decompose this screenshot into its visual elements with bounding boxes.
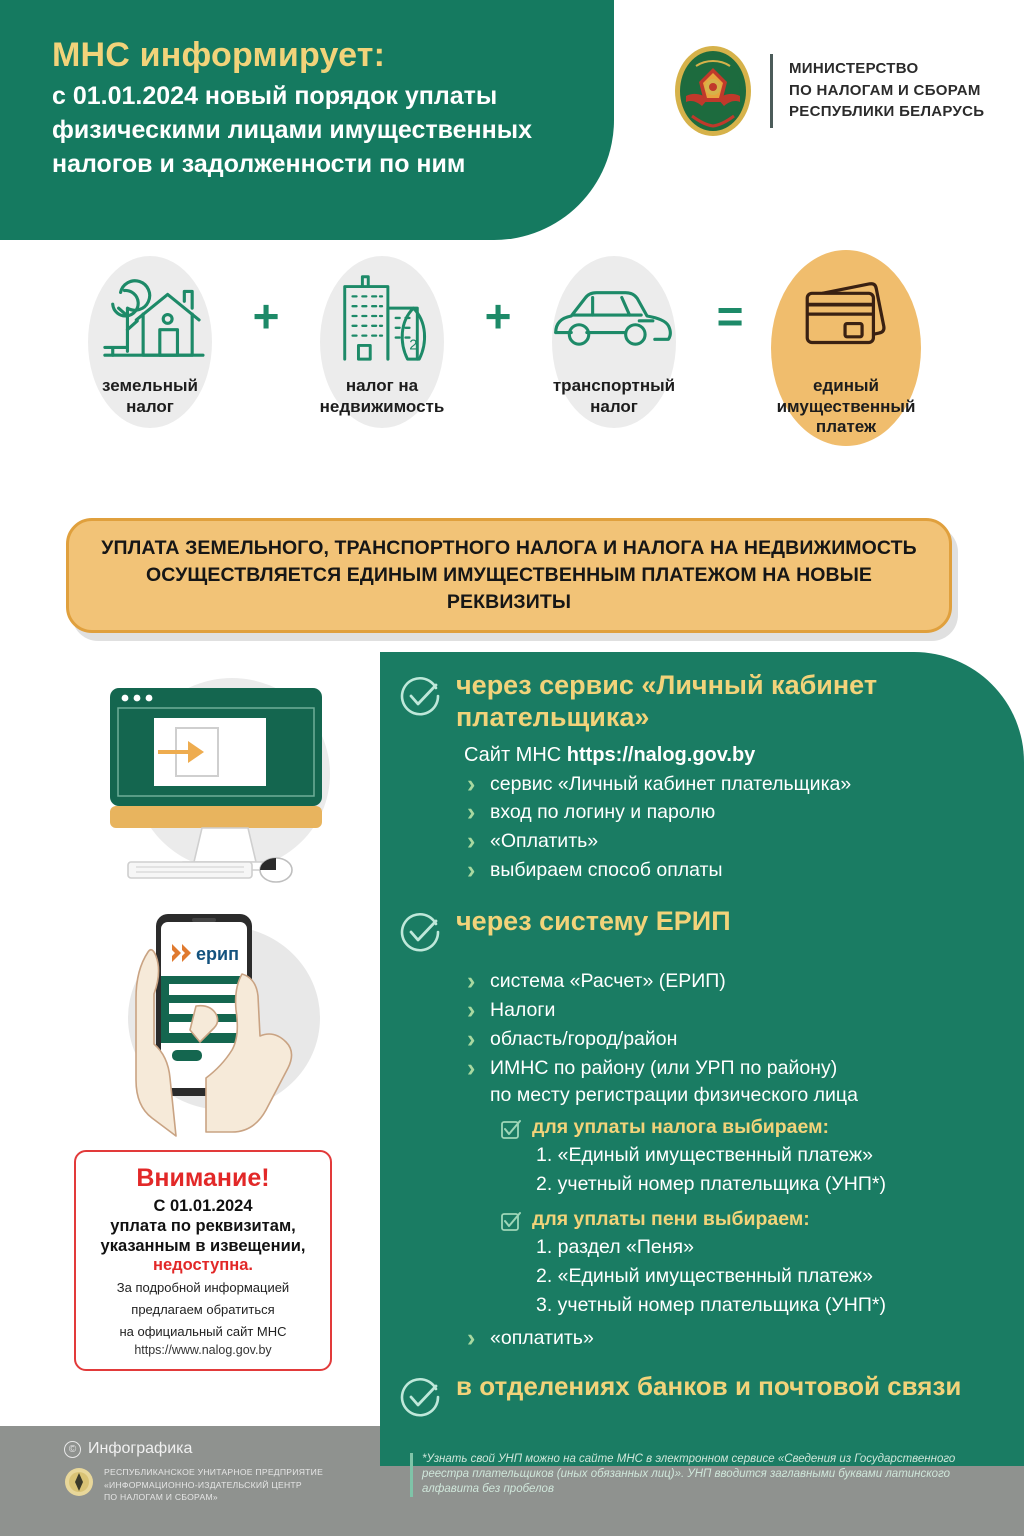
list-item-imns: ИМНС по району (или УРП по району) по ме… [464, 1052, 1018, 1110]
list-item: система «Расчет» (ЕРИП) [464, 966, 1018, 998]
erip-peni-group: для уплаты пени выбираем: 1. раздел «Пен… [500, 1208, 1018, 1319]
header-banner: МНС информирует: с 01.01.2024 новый поря… [0, 0, 614, 240]
publisher-line-1: РЕСПУБЛИКАНСКОЕ УНИТАРНОЕ ПРЕДПРИЯТИЕ [104, 1467, 324, 1477]
method-personal-cabinet: через сервис «Личный кабинет плательщика… [398, 670, 1018, 734]
infographic-label: Инфографика [88, 1440, 193, 1457]
list-item: 1. раздел «Пеня» [536, 1236, 694, 1259]
method-banks-post: в отделениях банков и почтовой связи [398, 1371, 1018, 1419]
site-prefix: Сайт МНС [464, 743, 567, 766]
tax-group-items: 1. «Единый имущественный платеж» 2. учет… [500, 1142, 1018, 1198]
method-1-heading: через сервис «Личный кабинет плательщика… [456, 670, 878, 732]
buildings-icon: 2 [292, 262, 472, 370]
attention-info-2: предлагаем обратиться [131, 1302, 275, 1318]
peni-group-items: 1. раздел «Пеня» 2. «Единый имущественны… [500, 1234, 1018, 1319]
peni-group-label: для уплаты пени выбираем: [532, 1208, 810, 1231]
check-square-icon [500, 1118, 522, 1140]
plus-operator-1: + [252, 290, 280, 342]
list-item: вход по логину и паролю [464, 796, 1018, 828]
desktop-monitor-icon [92, 666, 368, 884]
method-2-steps: система «Расчет» (ЕРИП) Налоги область/г… [464, 966, 1018, 1110]
attention-title: Внимание! [136, 1164, 270, 1192]
method-3-heading: в отделениях банков и почтовой связи [456, 1371, 962, 1402]
attention-unavailable: недоступна. [152, 1256, 253, 1275]
ministry-logo: МИНИСТЕРСТВО ПО НАЛОГАМ И СБОРАМ РЕСПУБЛ… [672, 44, 984, 138]
infographic-credit: © Инфографика [64, 1440, 364, 1458]
ministry-line-2: ПО НАЛОГАМ И СБОРАМ [789, 81, 981, 99]
list-item: область/город/район [464, 1023, 1018, 1055]
payment-cards-icon [756, 262, 936, 370]
blob-background-highlight [771, 250, 921, 446]
belarus-emblem-icon [672, 44, 754, 138]
svg-text:ерип: ерип [196, 944, 239, 964]
ministry-line-1: МИНИСТЕРСТВО [789, 60, 919, 78]
car-icon [524, 262, 704, 370]
site-url[interactable]: https://nalog.gov.by [566, 743, 756, 766]
list-item: «Оплатить» [464, 825, 1018, 857]
list-item: 2. учетный номер плательщика (УНП*) [536, 1172, 886, 1195]
list-item: «оплатить» [464, 1322, 1018, 1354]
list-item: 3. учетный номер плательщика (УНП*) [536, 1293, 886, 1316]
attention-line-2: указанным в извещении, [100, 1237, 306, 1256]
page-title: МНС информирует: [52, 36, 386, 74]
imns-line-2: по месту регистрации физического лица [490, 1084, 858, 1107]
house-tree-icon [60, 262, 240, 370]
check-circle-icon [398, 910, 442, 954]
footnote-bar [410, 1453, 413, 1497]
attention-url[interactable]: https://www.nalog.gov.by [134, 1343, 272, 1358]
plus-operator-2: + [484, 290, 512, 342]
ministry-line-3: РЕСПУБЛИКИ БЕЛАРУСЬ [789, 103, 985, 121]
check-square-icon [500, 1210, 522, 1232]
payment-methods-content: через сервис «Личный кабинет плательщика… [398, 670, 1018, 1419]
attention-date: С 01.01.2024 [153, 1197, 253, 1215]
orange-notice-banner: УПЛАТА ЗЕМЕЛЬНОГО, ТРАНСПОРТНОГО НАЛОГА … [66, 518, 952, 633]
list-item: выбираем способ оплаты [464, 854, 1018, 886]
banner-line-1: УПЛАТА ЗЕМЕЛЬНОГО, ТРАНСПОРТНОГО НАЛОГА … [101, 537, 917, 559]
attention-warning-box: Внимание! С 01.01.2024 уплата по реквизи… [74, 1150, 332, 1372]
peni-group-heading: для уплаты пени выбираем: [500, 1208, 1018, 1232]
list-item: Налоги [464, 994, 1018, 1026]
list-item: 1. «Единый имущественный платеж» [536, 1143, 873, 1166]
check-circle-icon [398, 674, 442, 718]
erip-final-step: «оплатить» [464, 1322, 1018, 1354]
footnote-text: *Узнать свой УНП можно на сайте МНС в эл… [422, 1453, 956, 1496]
publisher-line-2: «ИНФОРМАЦИОННО-ИЗДАТЕЛЬСКИЙ ЦЕНТР [104, 1479, 302, 1490]
check-circle-icon [398, 1375, 442, 1419]
tax-group-heading: для уплаты налога выбираем: [500, 1116, 1018, 1140]
list-item: сервис «Личный кабинет плательщика» [464, 768, 1018, 800]
publisher-line-3: ПО НАЛОГАМ И СБОРАМ» [104, 1492, 218, 1503]
mns-site-line: Сайт МНС https://nalog.gov.by [464, 744, 1018, 767]
attention-info-1: За подробной информацией [116, 1280, 290, 1296]
unp-footnote: *Узнать свой УНП можно на сайте МНС в эл… [410, 1452, 990, 1498]
method-1-steps: сервис «Личный кабинет плательщика» вход… [464, 768, 1018, 886]
publisher-emblem-icon [64, 1467, 94, 1497]
hand-phone-erip-icon: ерип [92, 900, 368, 1140]
method-2-heading: через систему ЕРИП [456, 906, 731, 937]
footer-credits: © Инфографика РЕСПУБЛИКАНСКОЕ УНИТАРНОЕ … [64, 1440, 364, 1503]
copyright-icon: © [64, 1440, 81, 1458]
list-item: 2. «Единый имущественный платеж» [536, 1264, 873, 1287]
attention-line-1: уплата по реквизитам, [110, 1217, 296, 1236]
svg-text:2: 2 [409, 337, 417, 353]
banner-line-2: ОСУЩЕСТВЛЯЕТСЯ ЕДИНЫМ ИМУЩЕСТВЕННЫМ ПЛАТ… [146, 563, 872, 613]
imns-line-1: ИМНС по району (или УРП по району) [490, 1056, 838, 1079]
attention-info-3: на официальный сайт МНС [119, 1324, 287, 1340]
equals-operator: = [716, 290, 744, 342]
page-subtitle: с 01.01.2024 новый порядок уплаты физиче… [52, 82, 533, 178]
erip-tax-group: для уплаты налога выбираем: 1. «Единый и… [500, 1116, 1018, 1198]
tax-group-label: для уплаты налога выбираем: [532, 1115, 830, 1138]
ministry-divider [770, 54, 773, 128]
method-erip: через систему ЕРИП [398, 906, 1018, 954]
